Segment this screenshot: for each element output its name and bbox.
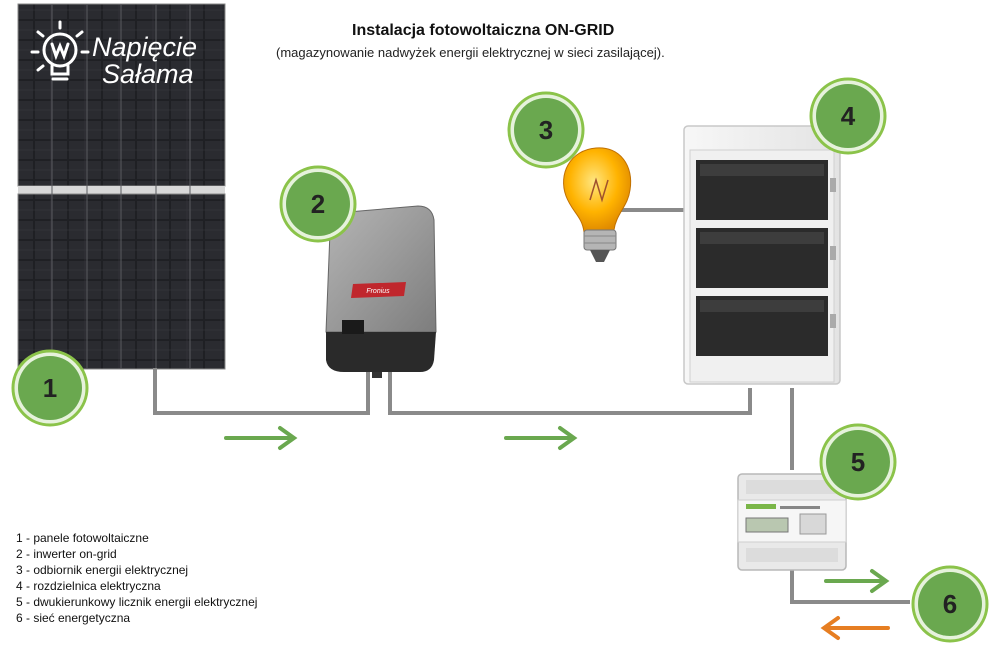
badge-4: 4 — [809, 77, 887, 155]
badge-3-label: 3 — [539, 115, 553, 145]
badge-5: 5 — [819, 423, 897, 501]
logo-line-1: Napięcie — [92, 32, 198, 62]
badge-6-label: 6 — [943, 589, 957, 619]
legend-item: 4 - rozdzielnica elektryczna — [16, 579, 161, 593]
wiring — [153, 208, 910, 604]
legend-item: 3 - odbiornik energii elektrycznej — [16, 563, 189, 577]
badge-4-label: 4 — [841, 101, 856, 131]
badge-3: 3 — [507, 91, 585, 169]
logo-line-2: Sałama — [102, 59, 194, 89]
badge-6: 6 — [911, 565, 989, 643]
badge-1: 1 — [11, 349, 89, 427]
lightbulb — [563, 147, 632, 262]
arrow-left-orange — [820, 616, 890, 640]
diagram-subtitle: (magazynowanie nadwyżek energii elektryc… — [276, 45, 665, 60]
arrow-right-2 — [504, 426, 578, 450]
solar-panel — [17, 3, 226, 370]
badge-1-label: 1 — [43, 373, 57, 403]
badge-2: 2 — [279, 165, 357, 243]
arrow-right-1 — [224, 426, 298, 450]
distribution-board — [683, 125, 841, 385]
lightbulb-icon — [30, 20, 90, 81]
badge-5-label: 5 — [851, 447, 865, 477]
legend-item: 6 - sieć energetyczna — [16, 611, 131, 625]
legend-item: 2 - inwerter on-grid — [16, 547, 117, 561]
arrow-right-3 — [824, 569, 890, 593]
inverter-brand: Fronius — [366, 288, 390, 295]
logo: Napięcie Sałama — [92, 34, 197, 88]
legend-item: 5 - dwukierunkowy licznik energii elektr… — [16, 595, 258, 609]
badge-2-label: 2 — [311, 189, 325, 219]
inverter: Fronius — [325, 205, 437, 378]
legend-item: 1 - panele fotowoltaiczne — [16, 531, 149, 545]
diagram-title: Instalacja fotowoltaiczna ON-GRID — [352, 22, 615, 39]
energy-meter — [737, 473, 847, 571]
legend: 1 - panele fotowoltaiczne 2 - inwerter o… — [16, 530, 257, 626]
